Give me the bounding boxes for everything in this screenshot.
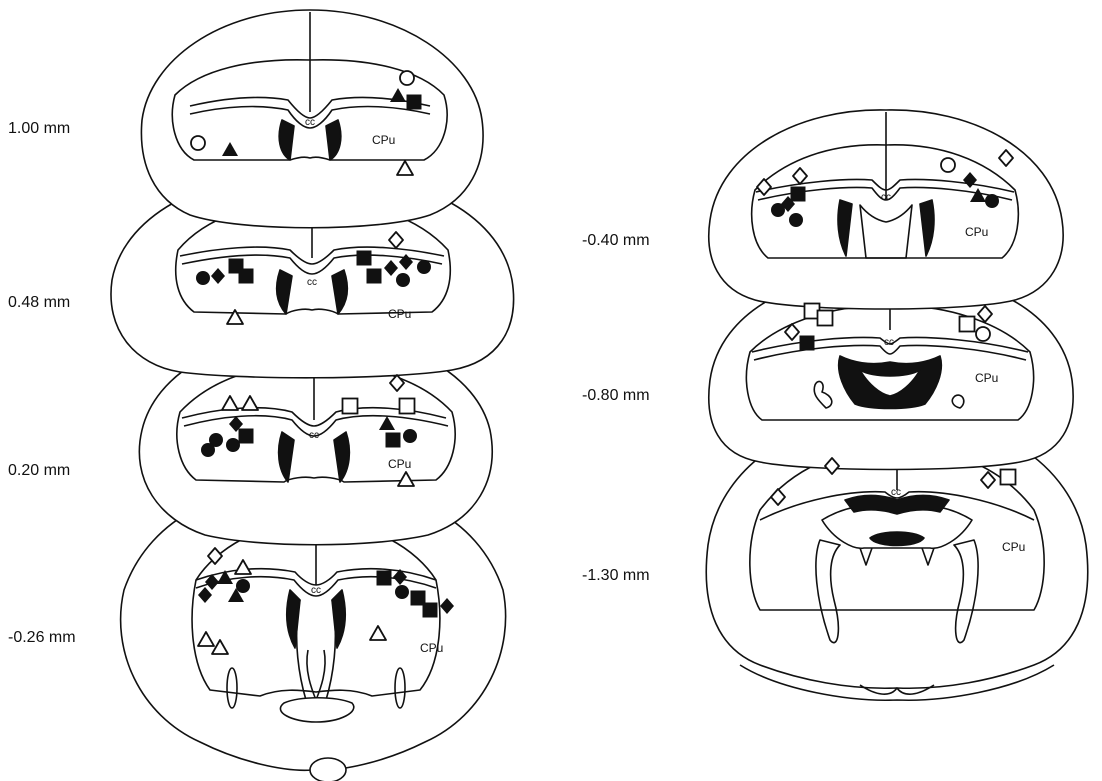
open-square-marker xyxy=(960,317,975,332)
filled-circle-marker xyxy=(196,271,210,285)
cpu-label: CPu xyxy=(1002,540,1025,554)
cc-label: cc xyxy=(881,192,891,203)
cpu-label: CPu xyxy=(372,133,395,147)
filled-square-marker xyxy=(800,336,815,351)
cc-label: cc xyxy=(309,430,319,441)
filled-circle-marker xyxy=(789,213,803,227)
open-square-marker xyxy=(400,399,415,414)
cpu-label: CPu xyxy=(975,371,998,385)
cpu-label: CPu xyxy=(388,307,411,321)
cpu-label: CPu xyxy=(420,641,443,655)
filled-circle-marker xyxy=(403,429,417,443)
filled-circle-marker xyxy=(236,579,250,593)
open-square-marker xyxy=(343,399,358,414)
filled-circle-marker xyxy=(395,585,409,599)
cpu-label: CPu xyxy=(388,457,411,471)
open-circle-marker xyxy=(976,327,990,341)
filled-square-marker xyxy=(357,251,372,266)
cc-label: cc xyxy=(884,337,894,348)
filled-square-marker xyxy=(791,187,806,202)
filled-circle-marker xyxy=(396,273,410,287)
open-square-marker xyxy=(818,311,833,326)
open-circle-marker xyxy=(191,136,205,150)
filled-square-marker xyxy=(423,603,438,618)
cc-label: cc xyxy=(891,487,901,498)
filled-circle-marker xyxy=(201,443,215,457)
filled-square-marker xyxy=(367,269,382,284)
section-minus-0-40 xyxy=(709,110,1063,309)
cc-label: cc xyxy=(305,117,315,128)
filled-square-marker xyxy=(239,429,254,444)
filled-square-marker xyxy=(377,571,392,586)
open-circle-marker xyxy=(400,71,414,85)
cpu-label: CPu xyxy=(965,225,988,239)
filled-square-marker xyxy=(386,433,401,448)
filled-circle-marker xyxy=(985,194,999,208)
filled-square-marker xyxy=(239,269,254,284)
open-square-marker xyxy=(1001,470,1016,485)
filled-circle-marker xyxy=(771,203,785,217)
cc-label: cc xyxy=(311,585,321,596)
cc-label: cc xyxy=(307,277,317,288)
filled-square-marker xyxy=(407,95,422,110)
filled-circle-marker xyxy=(417,260,431,274)
open-circle-marker xyxy=(941,158,955,172)
filled-circle-marker xyxy=(226,438,240,452)
